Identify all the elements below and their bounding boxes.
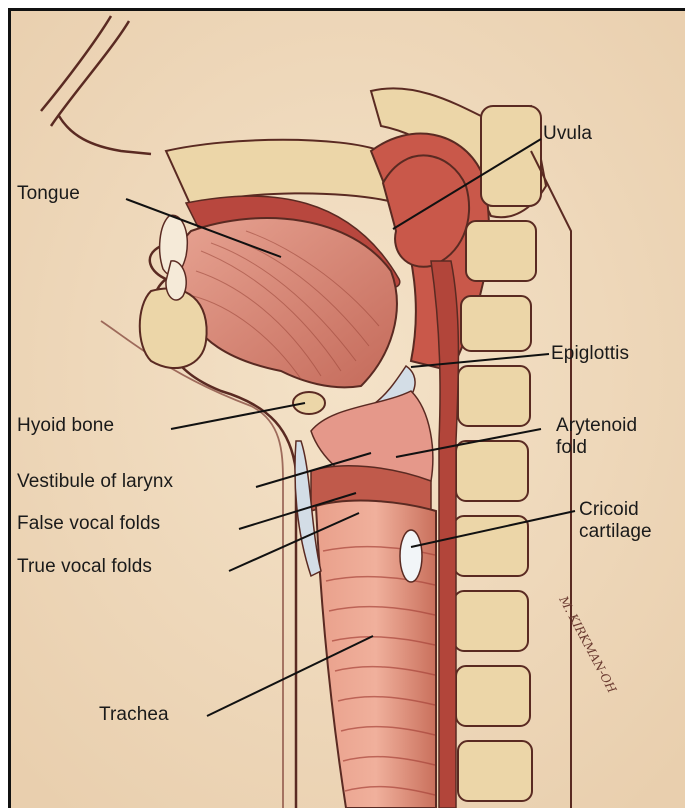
label-tongue: Tongue [17,183,80,205]
label-cricoid-line2: cartilage [579,521,652,543]
label-false-vocal-folds: False vocal folds [17,513,160,535]
label-trachea: Trachea [99,704,169,726]
cricoid-cartilage-shape [400,530,422,582]
label-true-vocal-folds: True vocal folds [17,556,152,578]
label-arytenoid-line1: Arytenoid [556,415,637,437]
anatomy-figure: M. KIRKMAN-OH Tongue Uvula Epiglottis Hy… [8,8,685,808]
label-arytenoid-fold: Arytenoid fold [556,415,637,459]
label-uvula: Uvula [543,123,592,145]
mandible-bone [140,288,207,368]
hyoid-bone-shape [293,392,325,414]
label-vestibule-of-larynx: Vestibule of larynx [17,471,173,493]
label-arytenoid-line2: fold [556,437,637,459]
label-hyoid-bone: Hyoid bone [17,415,114,437]
label-epiglottis: Epiglottis [551,343,629,365]
label-cricoid-cartilage: Cricoid cartilage [579,499,652,543]
label-cricoid-line1: Cricoid [579,499,652,521]
